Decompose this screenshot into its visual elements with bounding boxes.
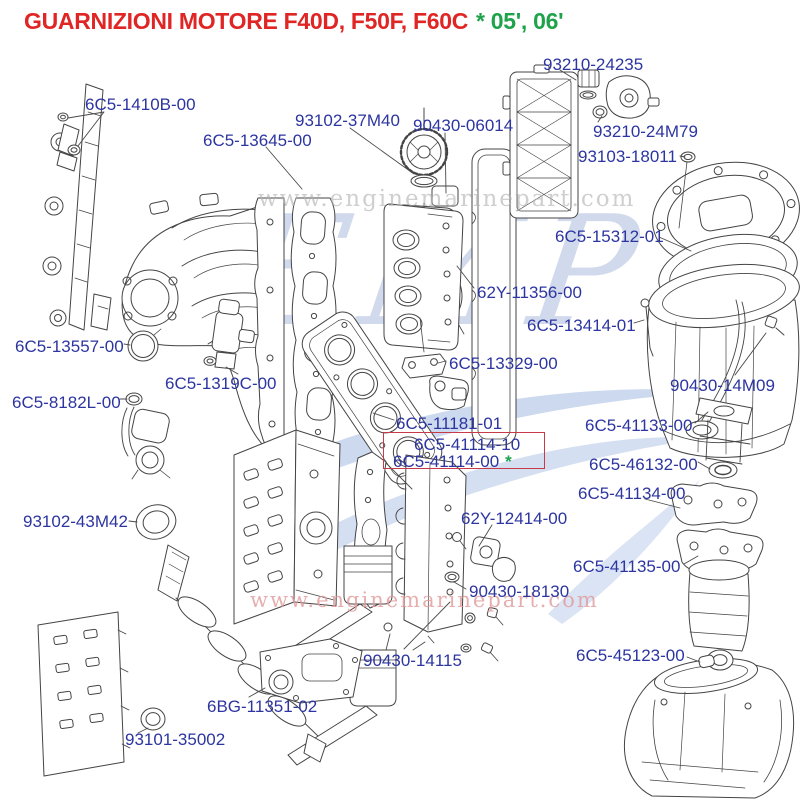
small-bolts-drawing [383,607,504,662]
anode-cover-drawing [401,317,447,379]
part-label: 90430-06014 [413,116,514,135]
part-label: 6C5-13414-01 [527,316,636,335]
oil-plug-and-valve-drawing [577,69,660,119]
page-title: GUARNIZIONI MOTORE F40D, F50F, F60C * 05'… [24,8,564,35]
valve-cover-gasket-drawing [471,148,517,446]
part-label: 6C5-15312-01 [555,227,664,246]
part-label: 93102-43M42 [23,512,128,531]
crankcase-seal-drawing [140,707,166,731]
part-label: 6C5-41133-00 [585,416,693,435]
part-label: 62Y-11356-00 [477,283,582,302]
sensor-1319c-drawing [203,298,255,370]
o-ring-13557-drawing [127,328,162,362]
manifold-gasket-drawing [290,197,337,449]
bottom-cover-gasket-drawing [259,638,363,704]
isc-valve-drawing [121,406,171,480]
leader-lines [67,69,767,734]
cylinder-block-drawing [233,429,341,625]
part-label: 93210-24M79 [593,122,698,141]
part-label: 6C5-8182L-00 [12,393,121,412]
part-label: 6C5-1410B-00 [85,95,196,114]
thermostat-cover-drawing [444,532,516,583]
part-label: 90430-18130 [469,582,570,601]
part-label: 90430-14M09 [670,376,775,395]
part-label: 90430-14115 [363,651,462,670]
part-label: 6C5-41114-00* [393,452,512,471]
crankcase-drawing [395,454,467,633]
part-label: 6C5-13557-00 [15,337,124,356]
part-label: 6C5-11181-01 [396,414,503,433]
part-label: 6C5-45123-00 [576,646,685,665]
o-ring-8182l-drawing [125,392,143,406]
lower-casing-drawing [623,658,795,799]
page-title-years-text: * 05', 06' [476,8,564,34]
breather-cover-drawing [502,64,579,219]
highlight-star-icon: * [505,452,512,471]
exhaust-pipe-drawing [695,397,753,479]
part-label: 6C5-13645-00 [203,131,312,150]
part-label: 6BG-11351-02 [207,697,318,716]
part-label: 62Y-12414-00 [461,509,568,528]
part-label: 93102-37M40 [295,111,400,130]
part-label: 6C5-46132-00 [589,455,698,474]
crankcase-sleeve-block-drawing [37,611,131,777]
highlight-box [383,432,545,469]
muffler-drawing [688,559,750,652]
part-label: 6C5-41135-00 [573,557,681,576]
part-label: 93101-35002 [125,730,226,749]
pressure-valve-drawing [429,375,469,411]
part-label: 93103-18011 [578,147,677,166]
crankshaft-drawing [135,504,397,766]
intake-manifold-drawing [121,192,285,453]
part-label: 6C5-1319C-00 [165,374,277,393]
part-label: 6C5-13329-00 [449,354,558,373]
part-label: 6C5-41114-10 [414,435,521,454]
cylinder-head-drawing [383,185,464,351]
part-label: 93210-24235 [543,55,644,74]
head-gasket-drawing [301,311,443,485]
casing-seal-drawing [698,649,734,671]
exhaust-gaskets-drawing [670,482,764,572]
fuel-rail-drawing [42,83,112,331]
part-label: 6C5-41134-00 [578,484,686,503]
page-title-model-text: GUARNIZIONI MOTORE F40D, F50F, F60C [24,8,469,34]
